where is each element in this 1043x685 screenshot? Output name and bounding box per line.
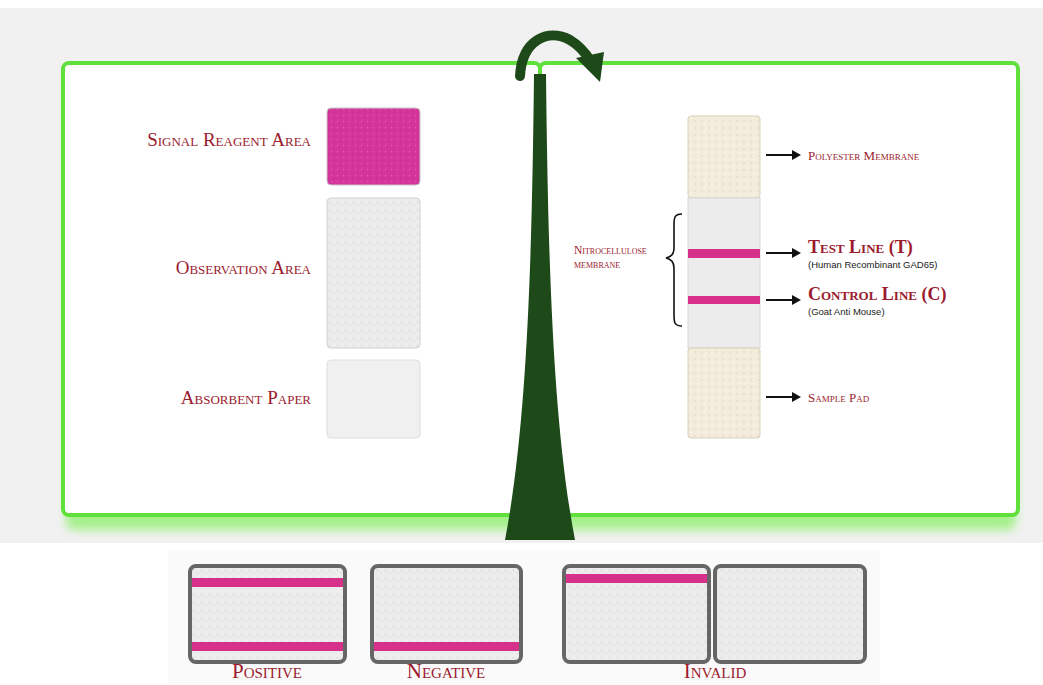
- bracket: [666, 214, 682, 326]
- result-label: Invalid: [684, 659, 747, 683]
- leader-arrows: [766, 150, 801, 402]
- result-label: Positive: [232, 659, 302, 683]
- part-label: Nitrocellulose membrane: [574, 244, 662, 272]
- fold-arrowhead: [576, 52, 604, 82]
- result-windows: [190, 566, 865, 662]
- results-ground: [168, 550, 880, 685]
- absorbent-paper: [327, 360, 420, 438]
- nitrocellulose-membrane: [688, 198, 760, 348]
- line-label: Test Line (T): [808, 237, 913, 258]
- part-label: Absorbent Paper: [181, 387, 311, 409]
- ground: [0, 8, 1043, 543]
- observation-pad: [327, 198, 420, 348]
- part-label: Signal Reagent Area: [147, 129, 311, 151]
- line-note: (Human Recombinant GAD65): [808, 260, 937, 271]
- fold-arrow: [520, 36, 590, 77]
- right-card: [540, 63, 1018, 515]
- signal-reagent-pad: [327, 108, 420, 185]
- part-label: Polyester Membrane: [808, 149, 919, 164]
- result-label: Negative: [407, 659, 485, 683]
- part-label: Sample Pad: [808, 391, 869, 406]
- control-line: [688, 296, 760, 304]
- fold-stem: [505, 74, 575, 540]
- left-card: [63, 63, 540, 515]
- test-line: [688, 249, 760, 258]
- line-note: (Goat Anti Mouse): [808, 307, 885, 318]
- polyester-membrane: [688, 116, 760, 198]
- part-label: Observation Area: [176, 257, 311, 279]
- sample-pad: [688, 348, 760, 438]
- line-label: Control Line (C): [808, 284, 946, 305]
